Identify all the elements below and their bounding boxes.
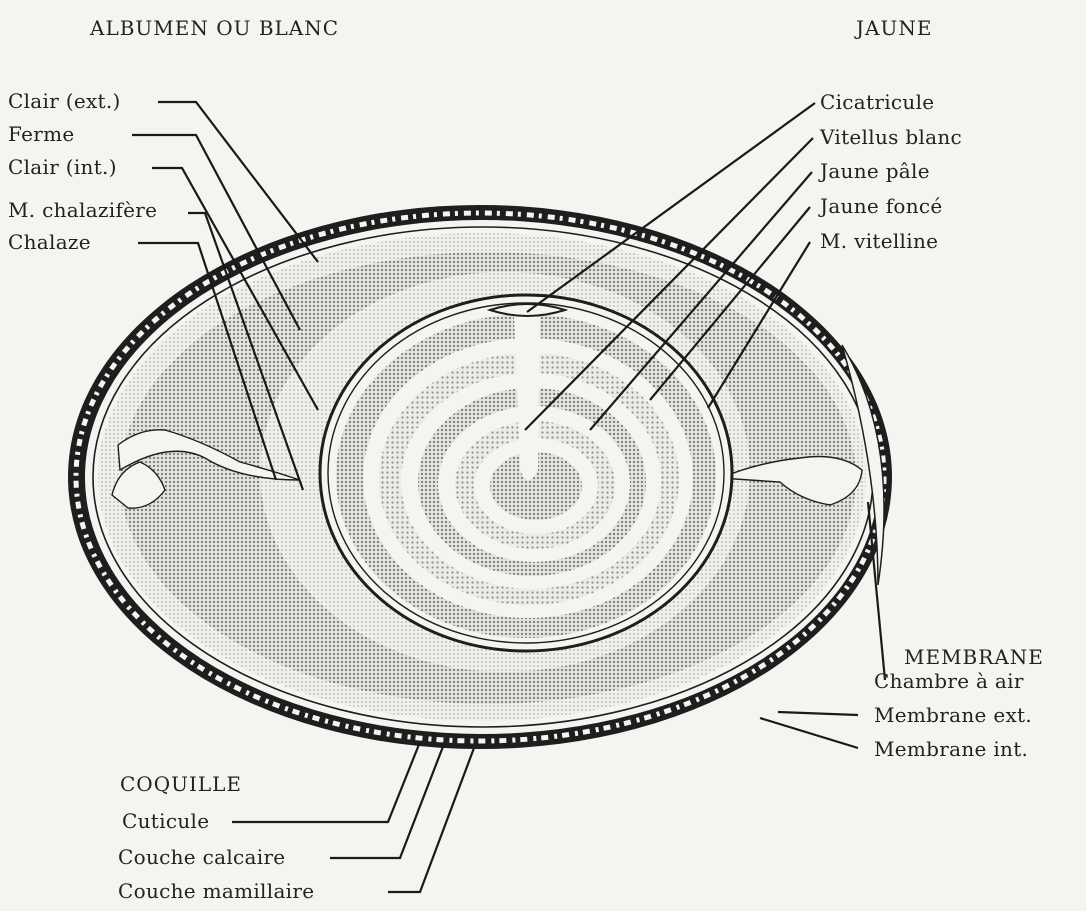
label-clair-int: Clair (int.): [8, 156, 117, 178]
heading-coquille: COQUILLE: [120, 772, 242, 796]
label-jaune-fonce: Jaune foncé: [820, 195, 943, 217]
leader-couche-mamillaire: [388, 748, 474, 892]
label-chambre-air: Chambre à air: [874, 670, 1024, 692]
label-membrane-int: Membrane int.: [874, 738, 1028, 760]
label-chalaze: Chalaze: [8, 231, 91, 253]
leader-membrane-ext: [778, 712, 858, 715]
label-ferme: Ferme: [8, 123, 74, 145]
label-chalazifere: M. chalazifère: [8, 199, 157, 221]
label-couche-calcaire: Couche calcaire: [118, 846, 285, 868]
leader-membrane-int: [760, 718, 858, 748]
label-vitellus-blanc: Vitellus blanc: [820, 126, 962, 148]
label-cuticule: Cuticule: [122, 810, 209, 832]
leader-cuticule: [232, 742, 420, 822]
heading-jaune: JAUNE: [856, 16, 932, 40]
leader-couche-calcaire: [330, 744, 444, 858]
label-membrane-ext: Membrane ext.: [874, 704, 1032, 726]
label-cicatricule: Cicatricule: [820, 91, 934, 113]
heading-albumen: ALBUMEN OU BLANC: [90, 16, 339, 40]
label-jaune-pale: Jaune pâle: [820, 160, 930, 182]
label-vitelline: M. vitelline: [820, 230, 938, 252]
label-clair-ext: Clair (ext.): [8, 90, 121, 112]
label-couche-mamillaire: Couche mamillaire: [118, 880, 314, 902]
heading-membrane: MEMBRANE: [904, 645, 1044, 669]
